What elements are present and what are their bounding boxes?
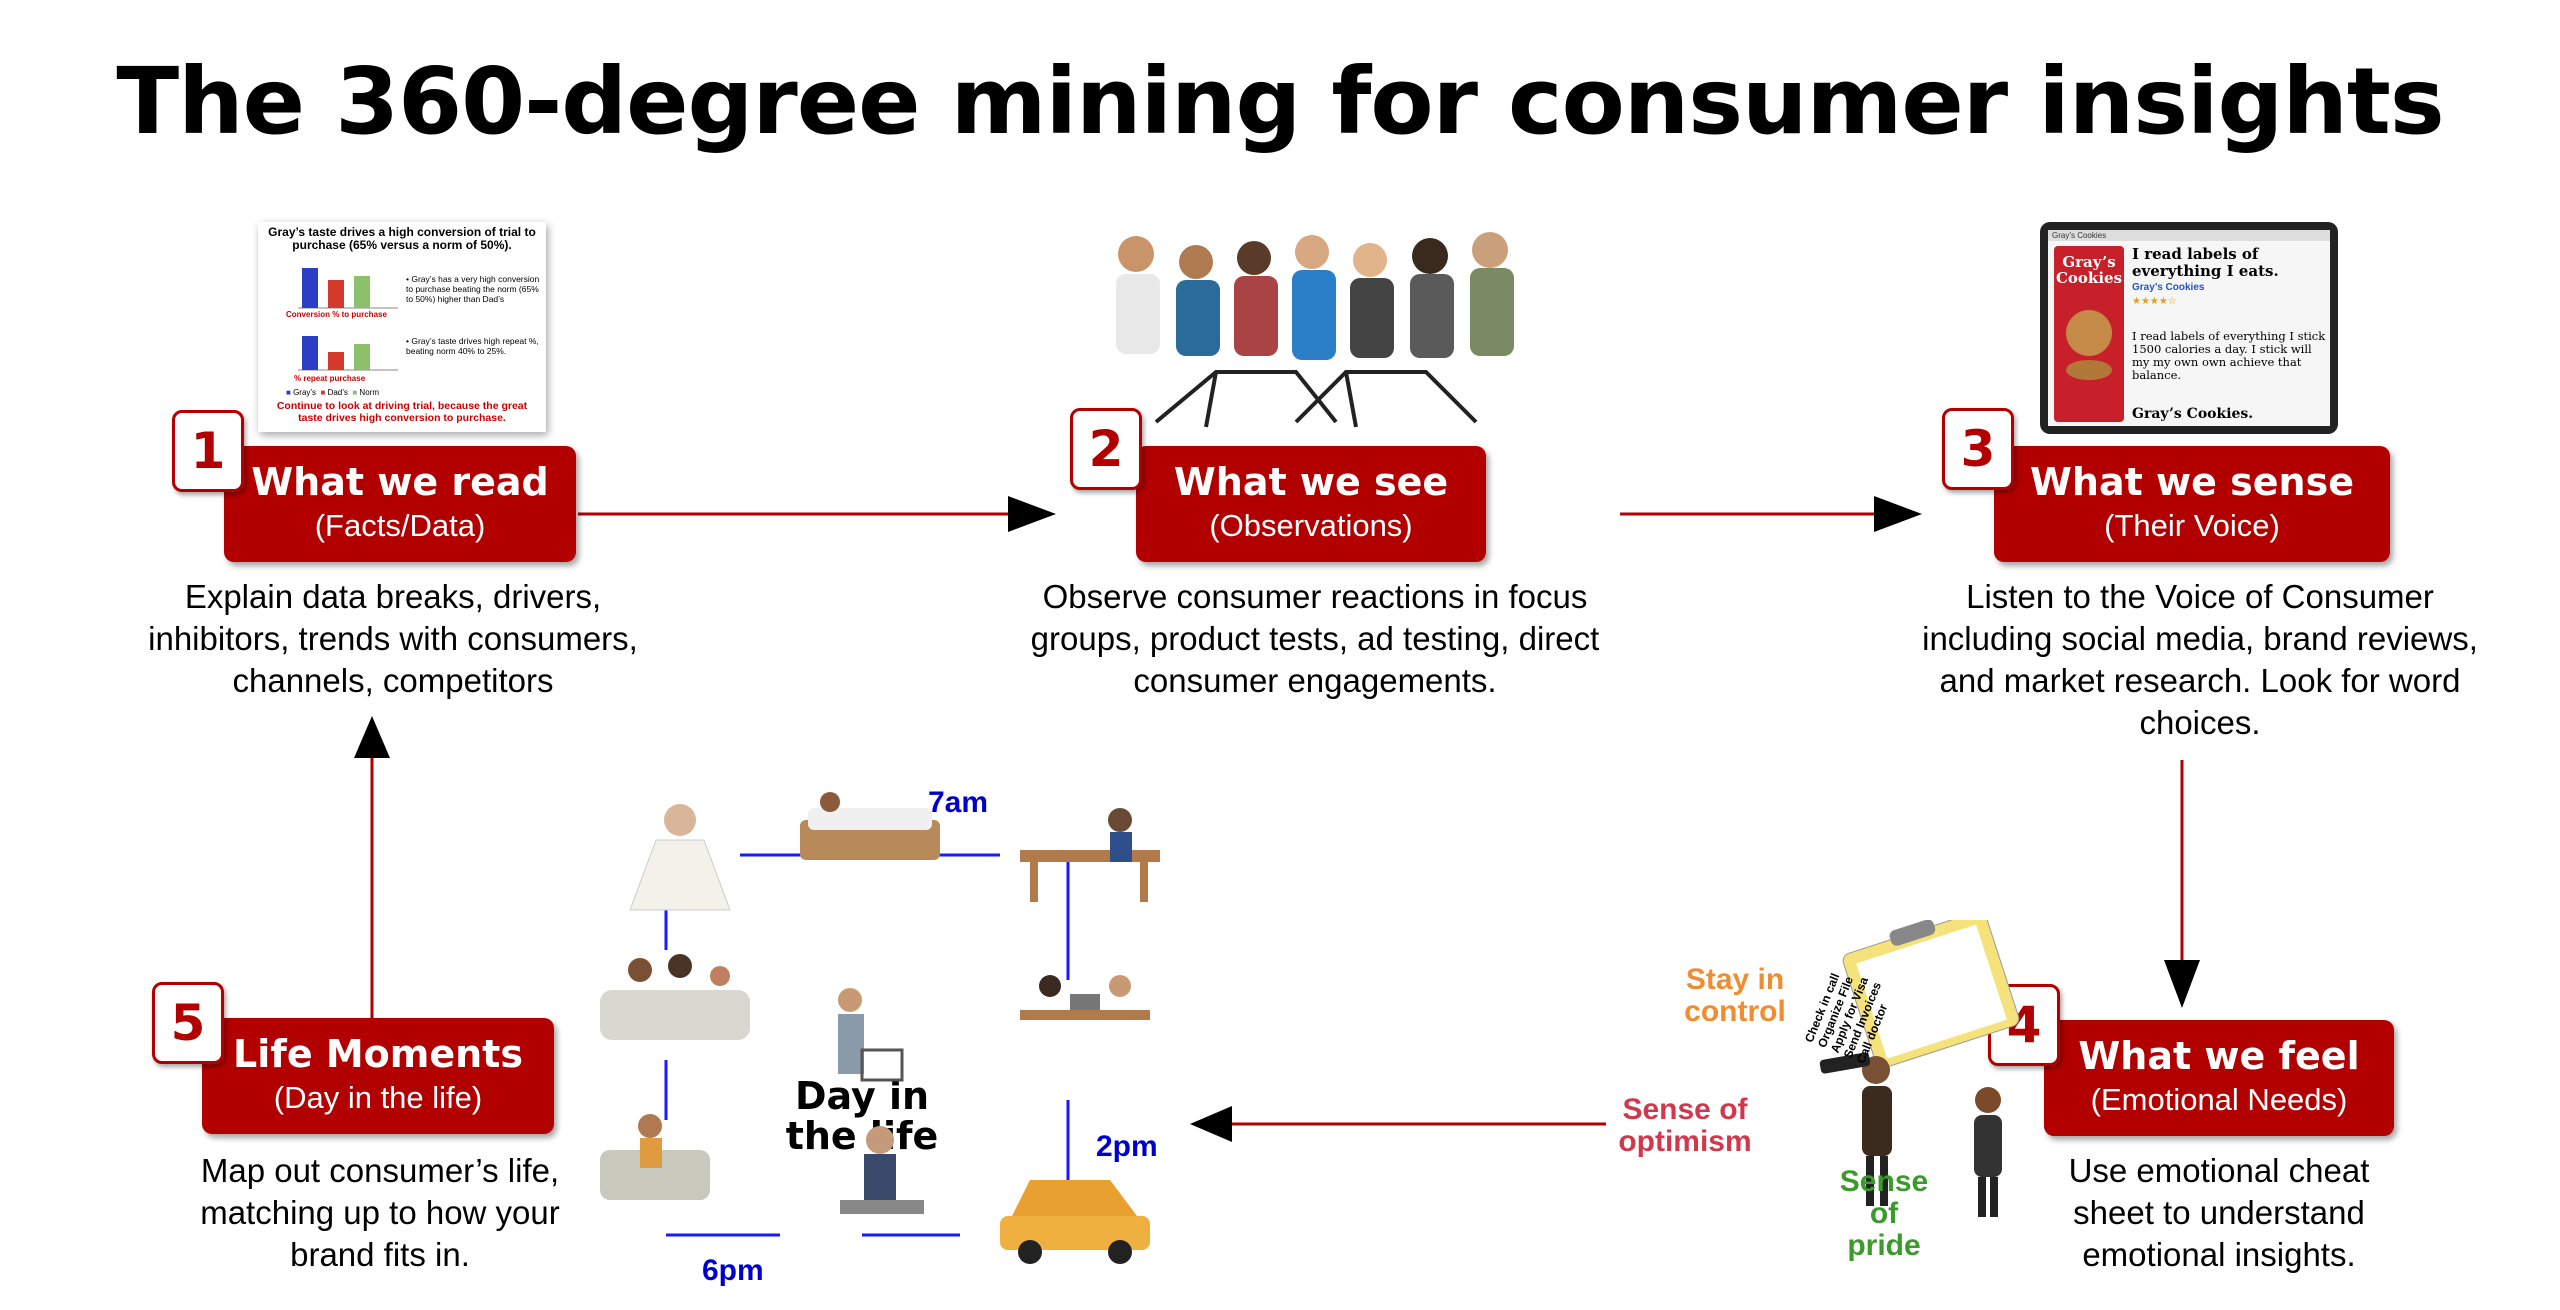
step-4-box: What we feel (Emotional Needs) [2044, 1020, 2394, 1136]
legend: ■ Gray’s ■ Dad’s ■ Norm [286, 388, 379, 397]
time-6pm: 6pm [702, 1254, 764, 1287]
emotion-sense-of-optimism: Sense of optimism [1618, 1093, 1752, 1158]
focus-group-image [1116, 232, 1514, 428]
bar-dads-conversion [328, 280, 344, 308]
arrow-head-left-icon [1190, 1106, 1232, 1142]
person-pride-icon [1974, 1087, 2002, 1217]
step-5-sub: (Day in the life) [273, 1080, 483, 1115]
step-3-heading: What we sense [2030, 460, 2354, 504]
review-stars: ★★★★☆ [2132, 296, 2177, 307]
bar-norm-repeat [354, 344, 370, 370]
chart1-label: Conversion % to purchase [286, 310, 387, 319]
step-2-sub: (Observations) [1209, 508, 1413, 543]
step-2-box: What we see (Observations) [1136, 446, 1486, 562]
report-card-image: Gray’s taste drives a high conversion of… [258, 222, 546, 432]
legend-norm: Norm [359, 388, 379, 397]
report-card-title: Gray’s taste drives a high conversion of… [268, 225, 536, 252]
bullet-2: • Gray’s taste drives high repeat %, bea… [406, 336, 539, 356]
bed-icon [800, 792, 940, 860]
emotion-sense-of-pride: Sense of pride [1839, 1165, 1929, 1262]
bar-grays-repeat [302, 336, 318, 370]
time-7am: 7am [928, 786, 989, 819]
time-2pm: 2pm [1096, 1130, 1158, 1163]
person-telescope-icon [1819, 1052, 1892, 1206]
step-3-sub: (Their Voice) [2104, 508, 2280, 543]
page-title: The 360-degree mining for consumer insig… [116, 48, 2444, 155]
step-5-box: Life Moments (Day in the life) [202, 1018, 554, 1134]
day-in-the-life-label: Day in the life [785, 1074, 939, 1158]
step-4-heading: What we feel [2078, 1034, 2360, 1078]
people-icons [1116, 232, 1514, 360]
laptop-image: Gray’s Cookies Gray’s Cookies I read lab… [2040, 222, 2338, 434]
arrow-head-right-icon [1008, 496, 1056, 532]
review-headline: I read labels of everything I eats. [2132, 245, 2279, 280]
arrow-head-down-icon [2164, 960, 2200, 1008]
step-3-number: 3 [1942, 408, 2014, 490]
step-1-sub: (Facts/Data) [314, 508, 486, 543]
emotion-stay-in-control: Stay in control [1684, 963, 1786, 1028]
bar-grays-conversion [302, 268, 318, 308]
step-5-heading: Life Moments [233, 1032, 523, 1076]
bar-norm-conversion [354, 276, 370, 308]
home-office-icon [1020, 808, 1160, 902]
arrow-head-up-icon [354, 716, 390, 758]
step-4-sub: (Emotional Needs) [2090, 1082, 2348, 1117]
bullet-1: • Gray’s has a very high conversion to p… [406, 274, 540, 304]
step-5-description: Map out consumer’s life, matching up to … [200, 1152, 560, 1273]
chart2-label: % repeat purchase [294, 374, 366, 383]
arrow-head-right-icon [1874, 496, 1922, 532]
step-1-number: 1 [172, 410, 244, 492]
reading-chair-icon [600, 1114, 710, 1200]
step-2-number: 2 [1070, 408, 1142, 490]
package-brand: Gray’s Cookies [2055, 253, 2123, 287]
report-mini-charts [298, 268, 398, 371]
step-5-number: 5 [152, 982, 224, 1064]
car-icon [1000, 1180, 1150, 1264]
bar-dads-repeat [328, 352, 344, 370]
shopper-icon [838, 988, 904, 1082]
step-1-description: Explain data breaks, drivers, inhibitors… [148, 578, 638, 699]
step-2-description: Observe consumer reactions in focus grou… [1030, 578, 1600, 699]
family-sofa-icon [600, 954, 750, 1040]
legend-grays: Gray’s [293, 388, 317, 397]
cookie-package: Gray’s Cookies [2054, 246, 2124, 422]
legend-dads: Dad’s [327, 388, 348, 397]
step-4-description: Use emotional cheat sheet to understand … [2068, 1152, 2370, 1273]
review-body: I read labels of everything I stick 1500… [2132, 329, 2326, 382]
clipboard-icon [1842, 920, 2020, 1069]
review-brand: Gray’s Cookies [2132, 282, 2205, 293]
bride-icon [629, 804, 731, 911]
cooking-icon [840, 1126, 924, 1214]
browser-tab: Gray’s Cookies [2048, 230, 2330, 241]
emotion-characters-image [1819, 920, 2020, 1217]
step-1-heading: What we read [251, 460, 549, 504]
review-signature: Gray’s Cookies. [2132, 406, 2254, 422]
office-meeting-icon [1020, 975, 1150, 1020]
step-2-heading: What we see [1173, 460, 1449, 504]
step-3-description: Listen to the Voice of Consumer includin… [1922, 578, 2478, 741]
report-conclusion: Continue to look at driving trial, becau… [276, 400, 528, 424]
step-3-box: What we sense (Their Voice) [1994, 446, 2390, 562]
step-1-box: What we read (Facts/Data) [224, 446, 576, 562]
day-in-the-life-scenes [600, 792, 1160, 1264]
